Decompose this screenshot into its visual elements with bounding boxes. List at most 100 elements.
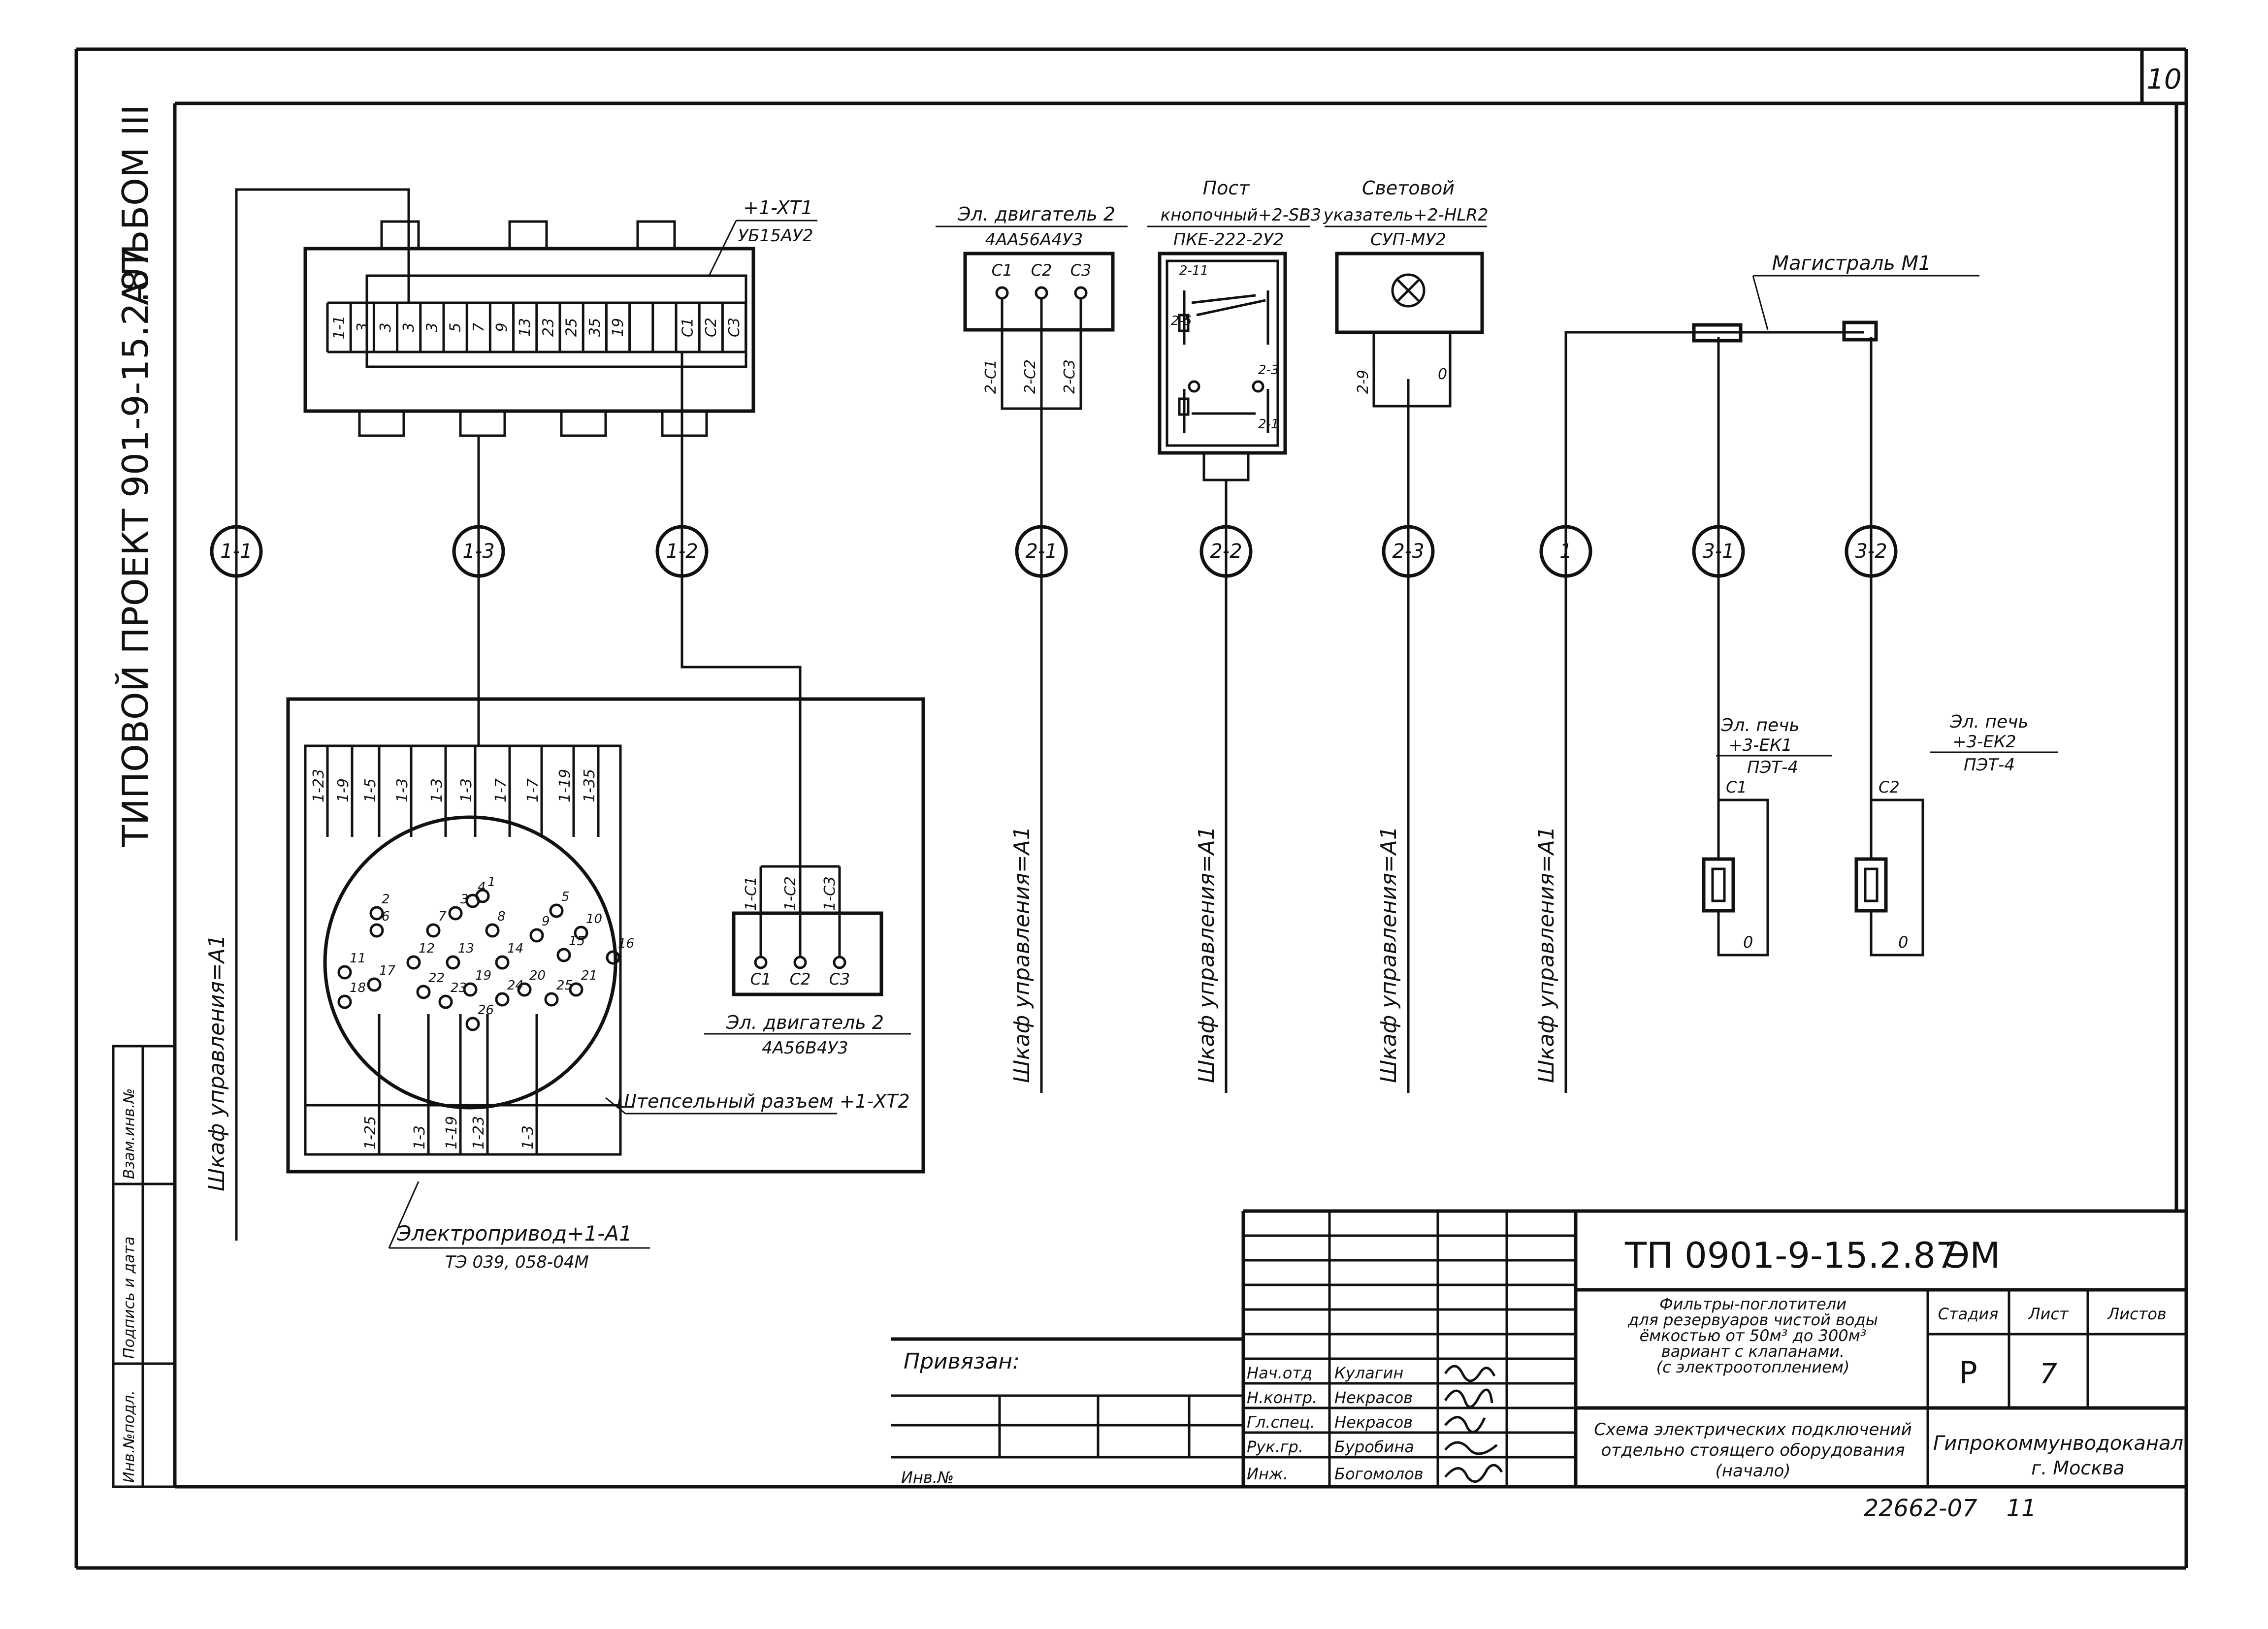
motor-top-type: 4АА56А4У3 xyxy=(985,230,1083,250)
svg-text:1-3: 1-3 xyxy=(462,540,494,563)
svg-text:0: 0 xyxy=(1743,933,1753,952)
side-stamp-replaced: Взам.инв.№ xyxy=(121,1088,138,1179)
light-indicator-type: СУП-МУ2 xyxy=(1370,230,1446,250)
svg-text:С2: С2 xyxy=(1879,778,1900,797)
motor-top-title: Эл. двигатель 2 xyxy=(957,203,1115,225)
pin-label: 17 xyxy=(379,963,396,978)
cable-marker-1-1: 1-1 xyxy=(210,525,263,578)
svg-text:(начало): (начало) xyxy=(1715,1461,1790,1481)
connector-label: Штепсельный разъем +1-XT2 xyxy=(616,1090,909,1112)
terminal-label: 5 xyxy=(447,322,464,332)
button-post-title: Пост xyxy=(1203,177,1251,199)
svg-text:С2: С2 xyxy=(790,970,811,989)
wire-label: 1-23 xyxy=(470,1116,487,1150)
sheet-frame xyxy=(74,47,2188,1570)
pin-label: 25 xyxy=(556,978,573,993)
terminal-label: С1 xyxy=(680,318,697,337)
cabinet-label-1-1: Шкаф управления=А1 xyxy=(204,934,229,1191)
svg-text:Схема электрических подключени: Схема электрических подключений xyxy=(1594,1420,1912,1439)
svg-text:С1: С1 xyxy=(1726,778,1747,797)
svg-text:Листов: Листов xyxy=(2107,1305,2167,1323)
wire-label: 1-3 xyxy=(394,778,411,802)
terminal-label: 9 xyxy=(493,322,511,332)
pin-label: 13 xyxy=(458,941,474,956)
svg-text:С3: С3 xyxy=(1070,261,1092,280)
cable-marker-2-1: 2-1 xyxy=(1015,525,1068,578)
terminal-label: 1-1 xyxy=(331,316,348,340)
pin-label: 10 xyxy=(586,912,602,926)
svg-text:Буробина: Буробина xyxy=(1334,1437,1414,1456)
terminal-label: 7 xyxy=(470,322,487,332)
svg-text:0: 0 xyxy=(1438,366,1447,383)
heater-1-type: ПЭТ-4 xyxy=(1747,758,1798,777)
pin-label: 24 xyxy=(507,978,523,993)
pin-label: 26 xyxy=(478,1003,494,1018)
cable-marker-3-2: 3-2 xyxy=(1845,525,1898,578)
svg-text:2-3: 2-3 xyxy=(1392,540,1424,563)
cabinet-label-1: Шкаф управления=А1 xyxy=(1534,826,1559,1083)
svg-text:1: 1 xyxy=(1559,540,1572,563)
light-indicator-title: Световой xyxy=(1362,177,1455,199)
motor-bottom: 1-С1 1-С2 1-С3 С1 С2 С3 Эл. двигатель 2 … xyxy=(704,865,911,1058)
terminal-label: С3 xyxy=(726,318,743,337)
cabinet-label-2-1: Шкаф управления=А1 xyxy=(1009,826,1035,1083)
svg-text:2-1: 2-1 xyxy=(1025,540,1057,563)
button-post-subtitle: кнопочный+2-SB3 xyxy=(1161,205,1322,225)
heater-2-title: Эл. печь xyxy=(1949,712,2028,732)
svg-text:2-С3: 2-С3 xyxy=(1061,359,1078,394)
svg-text:г. Москва: г. Москва xyxy=(2031,1457,2125,1479)
svg-text:Фильтры-поглотители: Фильтры-поглотители xyxy=(1659,1295,1847,1313)
pin-label: 16 xyxy=(618,936,634,951)
pin-label: 8 xyxy=(497,909,506,924)
pin-label: 2 xyxy=(382,892,390,907)
motor-bottom-title: Эл. двигатель 2 xyxy=(726,1012,884,1033)
cable-marker-2-2: 2-2 xyxy=(1199,525,1253,578)
pin-label: 22 xyxy=(428,971,445,986)
side-stamp-signature: Подпись и дата xyxy=(121,1237,138,1359)
wire-label: 1-23 xyxy=(310,769,327,802)
cable-marker-1-3: 1-3 xyxy=(452,525,505,578)
pin-label: 14 xyxy=(507,941,523,956)
pin-label: 21 xyxy=(581,968,597,983)
inv-label: Инв.№ xyxy=(901,1468,954,1487)
svg-text:для резервуаров чистой воды: для резервуаров чистой воды xyxy=(1627,1310,1878,1329)
heater-1-title: Эл. печь xyxy=(1720,715,1799,735)
actuator-title: Электропривод+1-А1 xyxy=(396,1221,632,1246)
mains-title: Магистраль М1 xyxy=(1772,252,1931,275)
svg-text:Гипрокоммунводоканал: Гипрокоммунводоканал xyxy=(1933,1432,2183,1455)
pin-label: 1 xyxy=(487,875,496,890)
svg-text:Некрасов: Некрасов xyxy=(1334,1413,1413,1432)
terminal-label: 35 xyxy=(586,318,604,337)
terminal-label: 25 xyxy=(563,318,581,337)
button-post-type: ПКЕ-222-2У2 xyxy=(1173,230,1284,250)
svg-text:0: 0 xyxy=(1898,933,1908,952)
svg-text:(с электроотоплением): (с электроотоплением) xyxy=(1656,1358,1850,1376)
svg-text:1-С3: 1-С3 xyxy=(821,876,839,911)
terminal-block-designation: +1-XT1 xyxy=(743,197,813,219)
svg-text:отдельно стоящего оборудования: отдельно стоящего оборудования xyxy=(1601,1440,1905,1460)
cabinet-label-2-2: Шкаф управления=А1 xyxy=(1194,826,1219,1083)
cable-marker-1-2: 1-2 xyxy=(655,525,709,578)
svg-text:С1: С1 xyxy=(992,261,1013,280)
svg-text:С3: С3 xyxy=(829,970,850,989)
wire-label: 1-25 xyxy=(362,1116,379,1150)
terminal-label: 3 xyxy=(354,322,371,332)
terminal-label: 23 xyxy=(540,318,557,337)
light-indicator: Световой указатель+2-HLR2 СУП-МУ2 2-9 0 xyxy=(1323,177,1489,408)
terminal-label: С2 xyxy=(703,318,720,337)
svg-text:Стадия: Стадия xyxy=(1938,1305,1999,1323)
svg-text:2-1: 2-1 xyxy=(1258,417,1279,432)
doc-mark: ЭМ xyxy=(1945,1235,2000,1276)
signatures xyxy=(1444,1365,1503,1483)
motor-top: Эл. двигатель 2 4АА56А4У3 С1 С2 С3 2-С1 … xyxy=(936,203,1128,410)
button-post: Пост кнопочный+2-SB3 ПКЕ-222-2У2 2-11 2-… xyxy=(1147,177,1322,481)
svg-text:2-9: 2-9 xyxy=(1355,370,1372,394)
svg-text:2-3: 2-3 xyxy=(1258,363,1279,378)
heater-1-designation: +3-ЕК1 xyxy=(1728,735,1792,755)
wire-label: 1-19 xyxy=(556,769,574,802)
wire-label: 1-7 xyxy=(492,778,510,802)
svg-text:1-С2: 1-С2 xyxy=(782,876,799,911)
pin-label: 4 xyxy=(478,880,486,894)
